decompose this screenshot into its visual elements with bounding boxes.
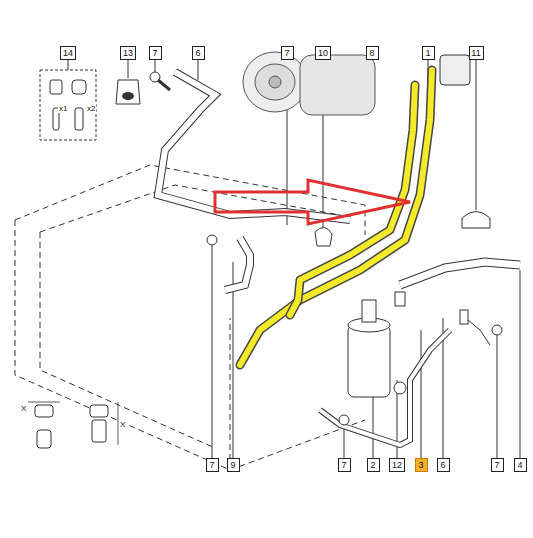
callout-number: 7 [494, 460, 499, 470]
callout-number: 12 [392, 460, 402, 470]
callout-box: 4 [514, 458, 527, 472]
callout-number: 6 [440, 460, 445, 470]
callout-box: 12 [389, 458, 405, 472]
callout-number: 8 [369, 48, 374, 58]
callout-box: 6 [192, 46, 205, 60]
callout-number: 1 [425, 48, 430, 58]
callout-box: 3 [415, 458, 428, 472]
callout-number: 3 [418, 460, 423, 470]
callout-box: 9 [227, 458, 240, 472]
callout-box: 7 [206, 458, 219, 472]
callout-number: 2 [370, 460, 375, 470]
callout-box: 7 [149, 46, 162, 60]
callout-number: 7 [284, 48, 289, 58]
quantity-label: x1 [58, 104, 68, 113]
quantity-label: X [20, 404, 27, 413]
callout-number: 7 [341, 460, 346, 470]
callout-number: 6 [195, 48, 200, 58]
callout-number: 4 [517, 460, 522, 470]
callout-number: 7 [209, 460, 214, 470]
callout-number: 7 [152, 48, 157, 58]
callout-box: 10 [315, 46, 331, 60]
callout-box: 14 [60, 46, 76, 60]
quantity-label: X [119, 420, 126, 429]
callout-box: 2 [367, 458, 380, 472]
callout-box: 7 [338, 458, 351, 472]
callout-number: 10 [318, 48, 328, 58]
callout-box: 1 [422, 46, 435, 60]
quantity-label: x2 [86, 104, 96, 113]
callout-box: 13 [120, 46, 136, 60]
callout-box: 7 [491, 458, 504, 472]
callout-number: 9 [230, 460, 235, 470]
callout-number: 13 [123, 48, 133, 58]
callout-box: 6 [437, 458, 450, 472]
callout-box: 7 [281, 46, 294, 60]
callout-box: 11 [469, 46, 484, 60]
callout-number: 11 [471, 48, 480, 58]
callout-number: 14 [63, 48, 73, 58]
callout-box: 8 [366, 46, 379, 60]
